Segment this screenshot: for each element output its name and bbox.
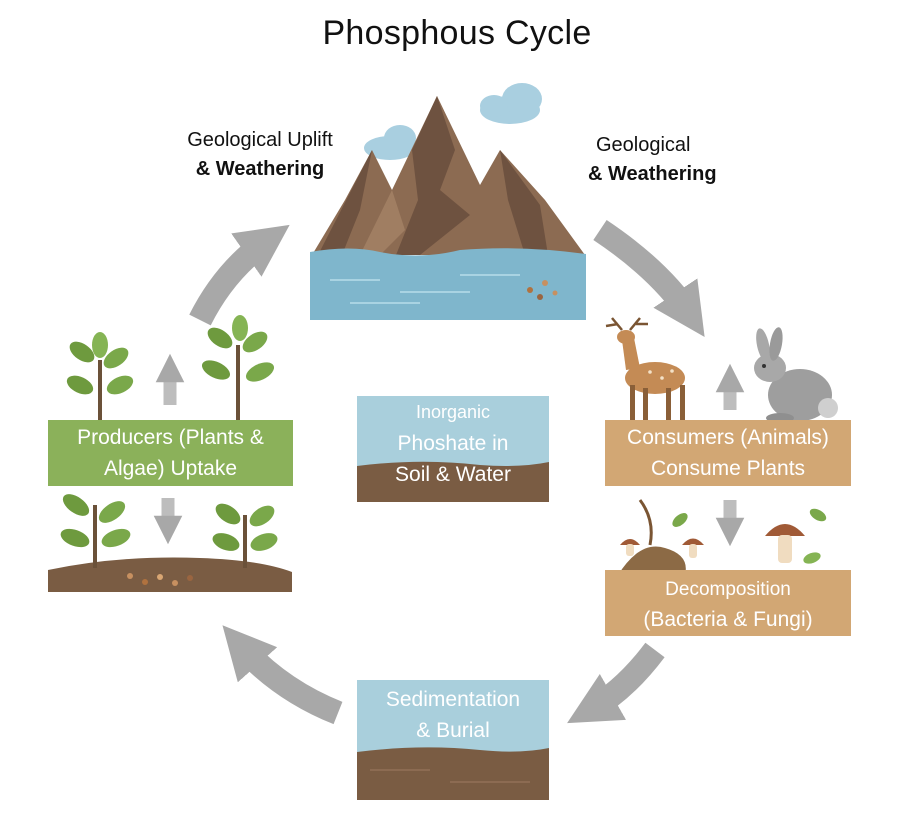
- producers-label: Producers (Plants & Algae) Uptake: [48, 422, 293, 484]
- leaf-icon: [672, 508, 827, 564]
- arrow-icon: [153, 353, 745, 547]
- uplift-weathering-label: Geological Uplift & Weathering: [170, 126, 350, 184]
- uplift-label-line1: Geological Uplift: [187, 129, 333, 151]
- producers-box: [48, 420, 293, 486]
- geological-weathering-label: Geological & Weathering: [588, 131, 758, 189]
- sedimentation-label-line1: Sedimentation: [385, 688, 521, 711]
- soil-strip: [48, 557, 292, 592]
- weathering-label-line1: Geological: [596, 134, 691, 156]
- mushroom-icon: [765, 524, 805, 563]
- mushroom-icon: [682, 538, 704, 558]
- water-icon: [310, 248, 586, 320]
- plant-icon: [66, 332, 134, 425]
- consumers-box: [605, 420, 851, 486]
- deer-icon: [605, 317, 685, 423]
- decomposition-label: Decomposition (Bacteria & Fungi): [605, 575, 851, 635]
- decomposition-label-line2: (Bacteria & Fungi): [643, 608, 813, 631]
- inorganic-label: Inorganic Phoshate in Soil & Water: [357, 397, 549, 490]
- decomposition-box: [605, 570, 851, 636]
- phosphate-pellets: [127, 573, 193, 586]
- producers-label-line2: Algae) Uptake: [103, 457, 238, 480]
- producers-label-line1: Producers (Plants &: [77, 426, 264, 449]
- inorganic-label-line2: Phoshate in: [397, 432, 509, 455]
- inorganic-label-line1: Inorganic: [415, 402, 491, 422]
- mountain-icon: [312, 96, 585, 255]
- weathering-label-line2: & Weathering: [588, 163, 717, 185]
- mushroom-icon: [620, 539, 640, 556]
- sedimentation-label: Sedimentation & Burial: [357, 684, 549, 746]
- plant-icon: [60, 494, 131, 568]
- cloud-icon: [364, 83, 542, 160]
- plant-icon: [201, 315, 275, 425]
- arrow-icon: [189, 220, 705, 725]
- rabbit-icon: [754, 327, 838, 423]
- page-title: Phosphous Cycle: [322, 14, 592, 52]
- uplift-label-line2: & Weathering: [195, 158, 325, 180]
- plant-icon: [212, 503, 278, 568]
- consumers-label: Consumers (Animals) Consume Plants: [605, 422, 851, 484]
- decomposer-cluster: [618, 499, 686, 575]
- sedimentation-label-line2: & Burial: [416, 719, 490, 742]
- consumers-label-line1: Consumers (Animals): [627, 426, 829, 449]
- inorganic-label-line3: Soil & Water: [395, 463, 511, 486]
- decomposition-label-line1: Decomposition: [665, 579, 791, 600]
- sedimentation-box: [357, 680, 549, 800]
- consumers-label-line2: Consume Plants: [650, 457, 806, 480]
- inorganic-phosphate-box: [357, 396, 549, 502]
